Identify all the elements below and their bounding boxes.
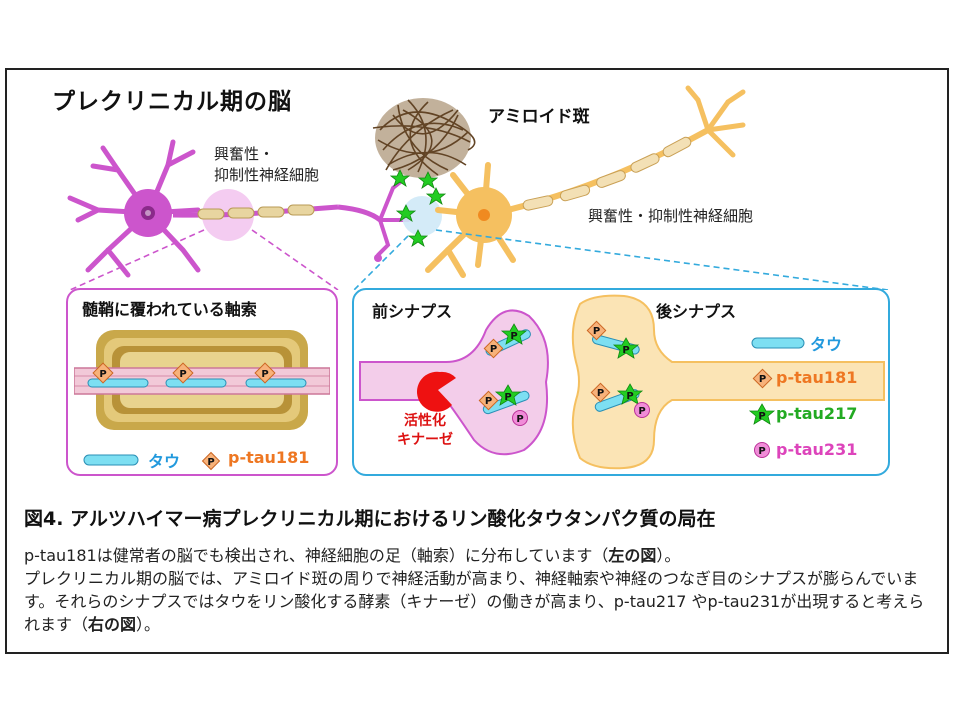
synapse-panel: P P P P P P P P P P P P P 前シナプス 後シナプス 活性…	[352, 288, 890, 476]
svg-text:P: P	[207, 457, 214, 468]
p181-legend-label: p-tau181	[776, 368, 858, 387]
p217-legend-label: p-tau217	[776, 404, 858, 423]
p181-badge: P	[99, 369, 106, 380]
p181-legend-icon: P	[759, 374, 766, 385]
p231-badge: P	[638, 406, 645, 417]
p231-legend-icon: P	[758, 446, 765, 457]
neuron-left-label: 興奮性・ 抑制性神経細胞	[214, 145, 320, 184]
neuron-right-label: 興奮性・抑制性神経細胞	[588, 207, 754, 225]
postsynapse-title: 後シナプス	[656, 302, 737, 321]
myelinated-axon-panel: 髄鞘に覆われている軸索 P P P タウ P p-tau181	[66, 288, 338, 476]
p217-badge: P	[622, 345, 629, 356]
activated-kinase-label: 活性化 キナーゼ	[397, 413, 453, 448]
p181-badge: P	[593, 326, 600, 337]
synapse-glow	[402, 196, 442, 236]
p231-legend-label: p-tau231	[776, 440, 858, 459]
figure-description: p-tau181は健常者の脳でも検出され、神経細胞の足（軸索）に分布しています（…	[24, 546, 925, 634]
amyloid-plaque-label: アミロイド斑	[488, 107, 590, 127]
tau-legend-label: タウ	[810, 335, 843, 354]
neuron-illustration	[67, 85, 889, 290]
presynapse-title: 前シナプス	[372, 302, 453, 321]
tau-legend-icon	[83, 454, 139, 466]
p181-badge: P	[485, 396, 492, 407]
p181-badge: P	[597, 388, 604, 399]
page-title: プレクリニカル期の脳	[52, 89, 292, 115]
tau-legend-label: タウ	[148, 452, 181, 471]
p217-legend-icon: P	[758, 411, 765, 422]
p217-badge: P	[504, 392, 511, 403]
tau-legend-icon	[751, 337, 805, 349]
myelin-cross-section: P P P	[74, 330, 330, 430]
green-star-cluster	[389, 169, 447, 247]
myelin-segments-right	[522, 136, 692, 211]
p217-badge: P	[626, 391, 633, 402]
p181-legend-label: p-tau181	[228, 448, 310, 467]
amyloid-plaque	[372, 98, 476, 178]
p181-badge: P	[179, 369, 186, 380]
synapse-illustration: P P P P P P P P P P P P P	[359, 294, 885, 470]
p231-badge: P	[516, 414, 523, 425]
figure-caption: 図4. アルツハイマー病プレクリニカル期におけるリン酸化タウタンパク質の局在	[24, 508, 716, 530]
myelinated-axon-title: 髄鞘に覆われている軸索	[82, 300, 257, 319]
p181-badge: P	[490, 344, 497, 355]
p181-badge: P	[261, 369, 268, 380]
p181-legend-icon: P	[201, 451, 221, 471]
myelin-segments-left	[197, 204, 315, 220]
kinase-icon	[416, 371, 456, 412]
p217-badge: P	[510, 331, 517, 342]
